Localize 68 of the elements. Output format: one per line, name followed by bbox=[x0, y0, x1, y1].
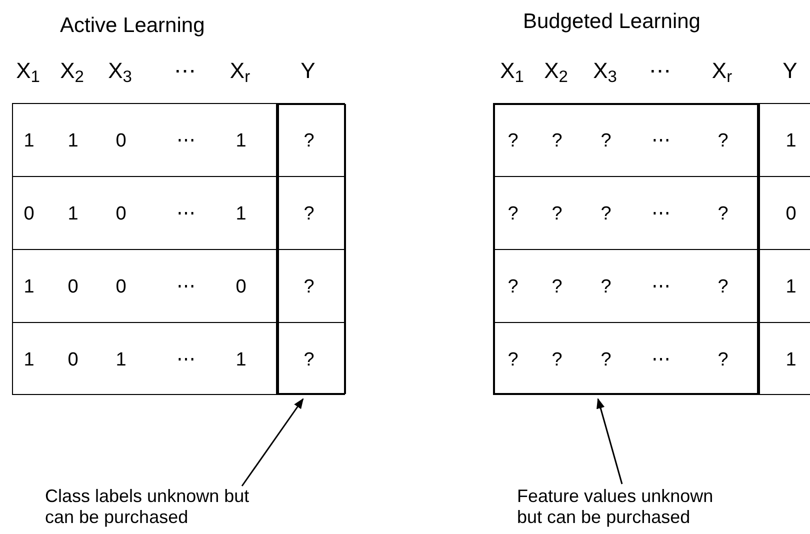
table-value: ? bbox=[552, 350, 562, 369]
table-value: ⋯ bbox=[652, 131, 670, 150]
table-value: ? bbox=[304, 204, 314, 223]
table-value: ⋯ bbox=[652, 204, 670, 223]
leader-line bbox=[596, 398, 623, 484]
table-value: ? bbox=[508, 131, 518, 150]
table-value: 1 bbox=[68, 204, 78, 223]
table-value: 0 bbox=[24, 204, 34, 223]
table-value: 0 bbox=[786, 204, 796, 223]
annotation-text: Class labels unknown but can be purchased bbox=[45, 486, 250, 528]
table-value: 1 bbox=[786, 277, 796, 296]
column-header: X$_{r}$ bbox=[712, 60, 732, 82]
column-header: X$_{r}$ bbox=[230, 60, 250, 82]
table-value: ? bbox=[600, 277, 612, 296]
column-header: Y bbox=[300, 60, 316, 82]
column-header: X$_{2}$ bbox=[544, 60, 568, 82]
table-value: ⋯ bbox=[176, 204, 196, 223]
table-title: Budgeted Learning bbox=[523, 9, 700, 35]
feature-columns bbox=[494, 104, 759, 394]
table-value: 1 bbox=[24, 131, 34, 150]
table-value: 0 bbox=[68, 350, 78, 369]
table-value: 1 bbox=[116, 350, 126, 369]
table-title: Active Learning bbox=[60, 13, 205, 39]
table-value: ⋯ bbox=[176, 131, 196, 150]
table-value: 1 bbox=[786, 350, 796, 369]
table-value: ? bbox=[552, 131, 562, 150]
column-header: X$_{1}$ bbox=[500, 60, 524, 82]
table-value: 1 bbox=[236, 131, 246, 150]
table-value: ⋯ bbox=[176, 350, 196, 369]
table-value: ? bbox=[304, 350, 314, 369]
column-header: X$_{1}$ bbox=[16, 60, 40, 82]
table-value: ? bbox=[552, 277, 562, 296]
table-value: 1 bbox=[68, 131, 78, 150]
column-header: X$_{3}$ bbox=[108, 60, 132, 82]
table-value: 1 bbox=[24, 277, 34, 296]
annotation-text: Feature values unknown but can be purchased bbox=[517, 486, 714, 528]
column-header: Y bbox=[782, 60, 798, 82]
table-value: 0 bbox=[116, 131, 126, 150]
leader-line bbox=[241, 398, 304, 486]
column-header: ⋯ bbox=[649, 60, 671, 82]
table-value: 1 bbox=[236, 350, 246, 369]
table-value: 0 bbox=[236, 277, 246, 296]
table-value: ? bbox=[600, 131, 612, 150]
table-value: ? bbox=[600, 204, 612, 223]
table-value: ? bbox=[508, 277, 518, 296]
table-value: ? bbox=[718, 277, 728, 296]
table-value: ? bbox=[552, 204, 562, 223]
table-value: ? bbox=[508, 350, 518, 369]
column-header: X$_{2}$ bbox=[60, 60, 84, 82]
table-value: ? bbox=[718, 131, 728, 150]
column-header: X$_{3}$ bbox=[593, 60, 617, 82]
table-value: 0 bbox=[116, 204, 126, 223]
table-value: 1 bbox=[24, 350, 34, 369]
table-value: 1 bbox=[786, 131, 796, 150]
table-value: ? bbox=[304, 277, 314, 296]
table-value: ? bbox=[718, 204, 728, 223]
column-header: ⋯ bbox=[174, 60, 196, 82]
table-value: ⋯ bbox=[652, 277, 670, 296]
table-value: ? bbox=[718, 350, 728, 369]
table-value: ⋯ bbox=[652, 350, 670, 369]
table-value: ? bbox=[600, 350, 612, 369]
table-value: 0 bbox=[116, 277, 126, 296]
table-value: ? bbox=[508, 204, 518, 223]
table-value: ? bbox=[304, 131, 314, 150]
table-value: 0 bbox=[68, 277, 78, 296]
label-column bbox=[278, 104, 346, 394]
table-value: ⋯ bbox=[176, 277, 196, 296]
table-value: 1 bbox=[236, 204, 246, 223]
